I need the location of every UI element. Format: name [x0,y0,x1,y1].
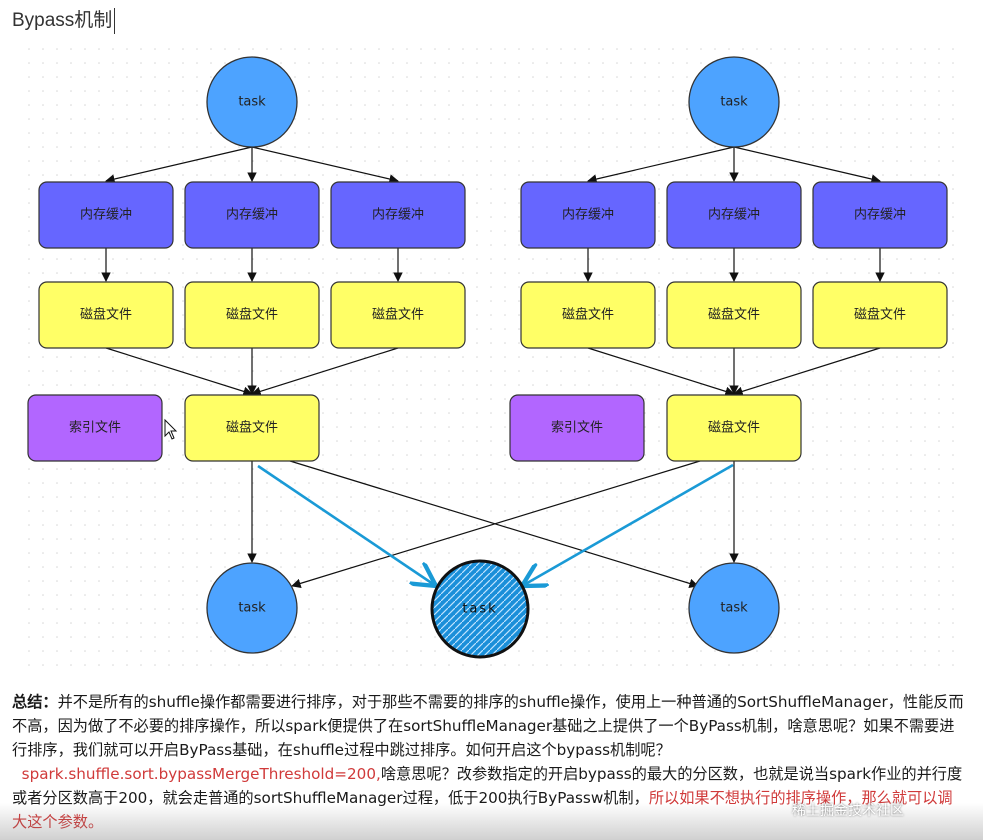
diagram-nodes: task内存缓冲磁盘文件内存缓冲磁盘文件内存缓冲磁盘文件索引文件磁盘文件task… [27,56,948,659]
video-overlay-bar [0,803,983,840]
summary-text: 总结：并不是所有的shuffle操作都需要进行排序，对于那些不需要的排序的shu… [12,690,967,834]
center-highlight-task-label: task [462,602,497,617]
right-memory-buffer-1: 内存缓冲 [666,181,802,249]
diagram-edges [101,146,885,589]
bottom-left-task: task [206,562,298,654]
mouse-cursor-icon [164,418,178,440]
right-top-task-label: task [720,95,748,110]
left-top-task: task [206,56,298,148]
right-memory-buffer-0-label: 内存缓冲 [562,207,614,223]
right-edge-task-mem-2 [733,146,881,184]
right-memory-buffer-1-label: 内存缓冲 [708,207,760,223]
right-disk-file-0-label: 磁盘文件 [562,307,614,323]
diagram-canvas: task内存缓冲磁盘文件内存缓冲磁盘文件内存缓冲磁盘文件索引文件磁盘文件task… [20,48,965,670]
left-memory-buffer-0: 内存缓冲 [38,181,174,249]
bottom-left-task-label: task [238,601,266,616]
blue-arrow-right [522,463,734,586]
edge-right-to-left-task [291,460,701,589]
right-merged-disk-file: 磁盘文件 [666,394,802,462]
bottom-right-task-label: task [720,601,748,616]
right-edge-disk-merge-0 [587,347,735,396]
left-memory-buffer-1: 内存缓冲 [184,181,320,249]
left-edge-disk-merge-2 [251,347,399,396]
right-top-task: task [688,56,780,148]
left-memory-buffer-1-label: 内存缓冲 [226,207,278,223]
right-merged-disk-file-label: 磁盘文件 [708,420,760,436]
right-edge-disk-merge-2 [733,347,881,396]
right-disk-file-1: 磁盘文件 [666,281,802,349]
left-merged-disk-file: 磁盘文件 [184,394,320,462]
left-disk-file-1-label: 磁盘文件 [226,307,278,323]
left-disk-file-1: 磁盘文件 [184,281,320,349]
right-edge-task-mem-0 [587,146,735,184]
right-disk-file-1-label: 磁盘文件 [708,307,760,323]
right-memory-buffer-0: 内存缓冲 [520,181,656,249]
right-memory-buffer-2: 内存缓冲 [812,181,948,249]
left-top-task-label: task [238,95,266,110]
watermark: 稀土掘金技术社区 [792,803,904,819]
left-edge-task-mem-0 [105,146,253,184]
summary-paragraph-2: 啥意思呢？改参数指定的开启bypass的最大的分区数，也就是说当spark作业的… [12,765,963,807]
left-edge-task-mem-2 [251,146,399,184]
right-memory-buffer-2-label: 内存缓冲 [854,207,906,223]
left-edge-disk-merge-0 [105,347,253,396]
right-index-file-label: 索引文件 [551,421,603,436]
right-index-file: 索引文件 [509,394,645,462]
left-index-file: 索引文件 [27,394,163,462]
summary-red-tail: 所以如果不想执行的排序操作，那么就可以调大这个参数。 [12,789,953,831]
summary-paragraph-1: 并不是所有的shuffle操作都需要进行排序，对于那些不需要的排序的shuffl… [12,693,964,759]
left-disk-file-2: 磁盘文件 [330,281,466,349]
left-merged-disk-file-label: 磁盘文件 [226,420,278,436]
left-index-file-label: 索引文件 [69,421,121,436]
page-title: Bypass机制 [12,8,116,34]
blue-arrow-left [257,464,436,586]
right-disk-file-2: 磁盘文件 [812,281,948,349]
left-memory-buffer-0-label: 内存缓冲 [80,207,132,223]
left-disk-file-0: 磁盘文件 [38,281,174,349]
left-memory-buffer-2-label: 内存缓冲 [372,207,424,223]
summary-label: 总结： [12,693,58,711]
config-param: spark.shuffle.sort.bypassMergeThreshold=… [21,765,381,783]
right-disk-file-0: 磁盘文件 [520,281,656,349]
bottom-right-task: task [688,562,780,654]
right-disk-file-2-label: 磁盘文件 [854,307,906,323]
center-highlight-task: task [430,559,530,659]
left-disk-file-2-label: 磁盘文件 [372,307,424,323]
left-disk-file-0-label: 磁盘文件 [80,307,132,323]
left-memory-buffer-2: 内存缓冲 [330,181,466,249]
